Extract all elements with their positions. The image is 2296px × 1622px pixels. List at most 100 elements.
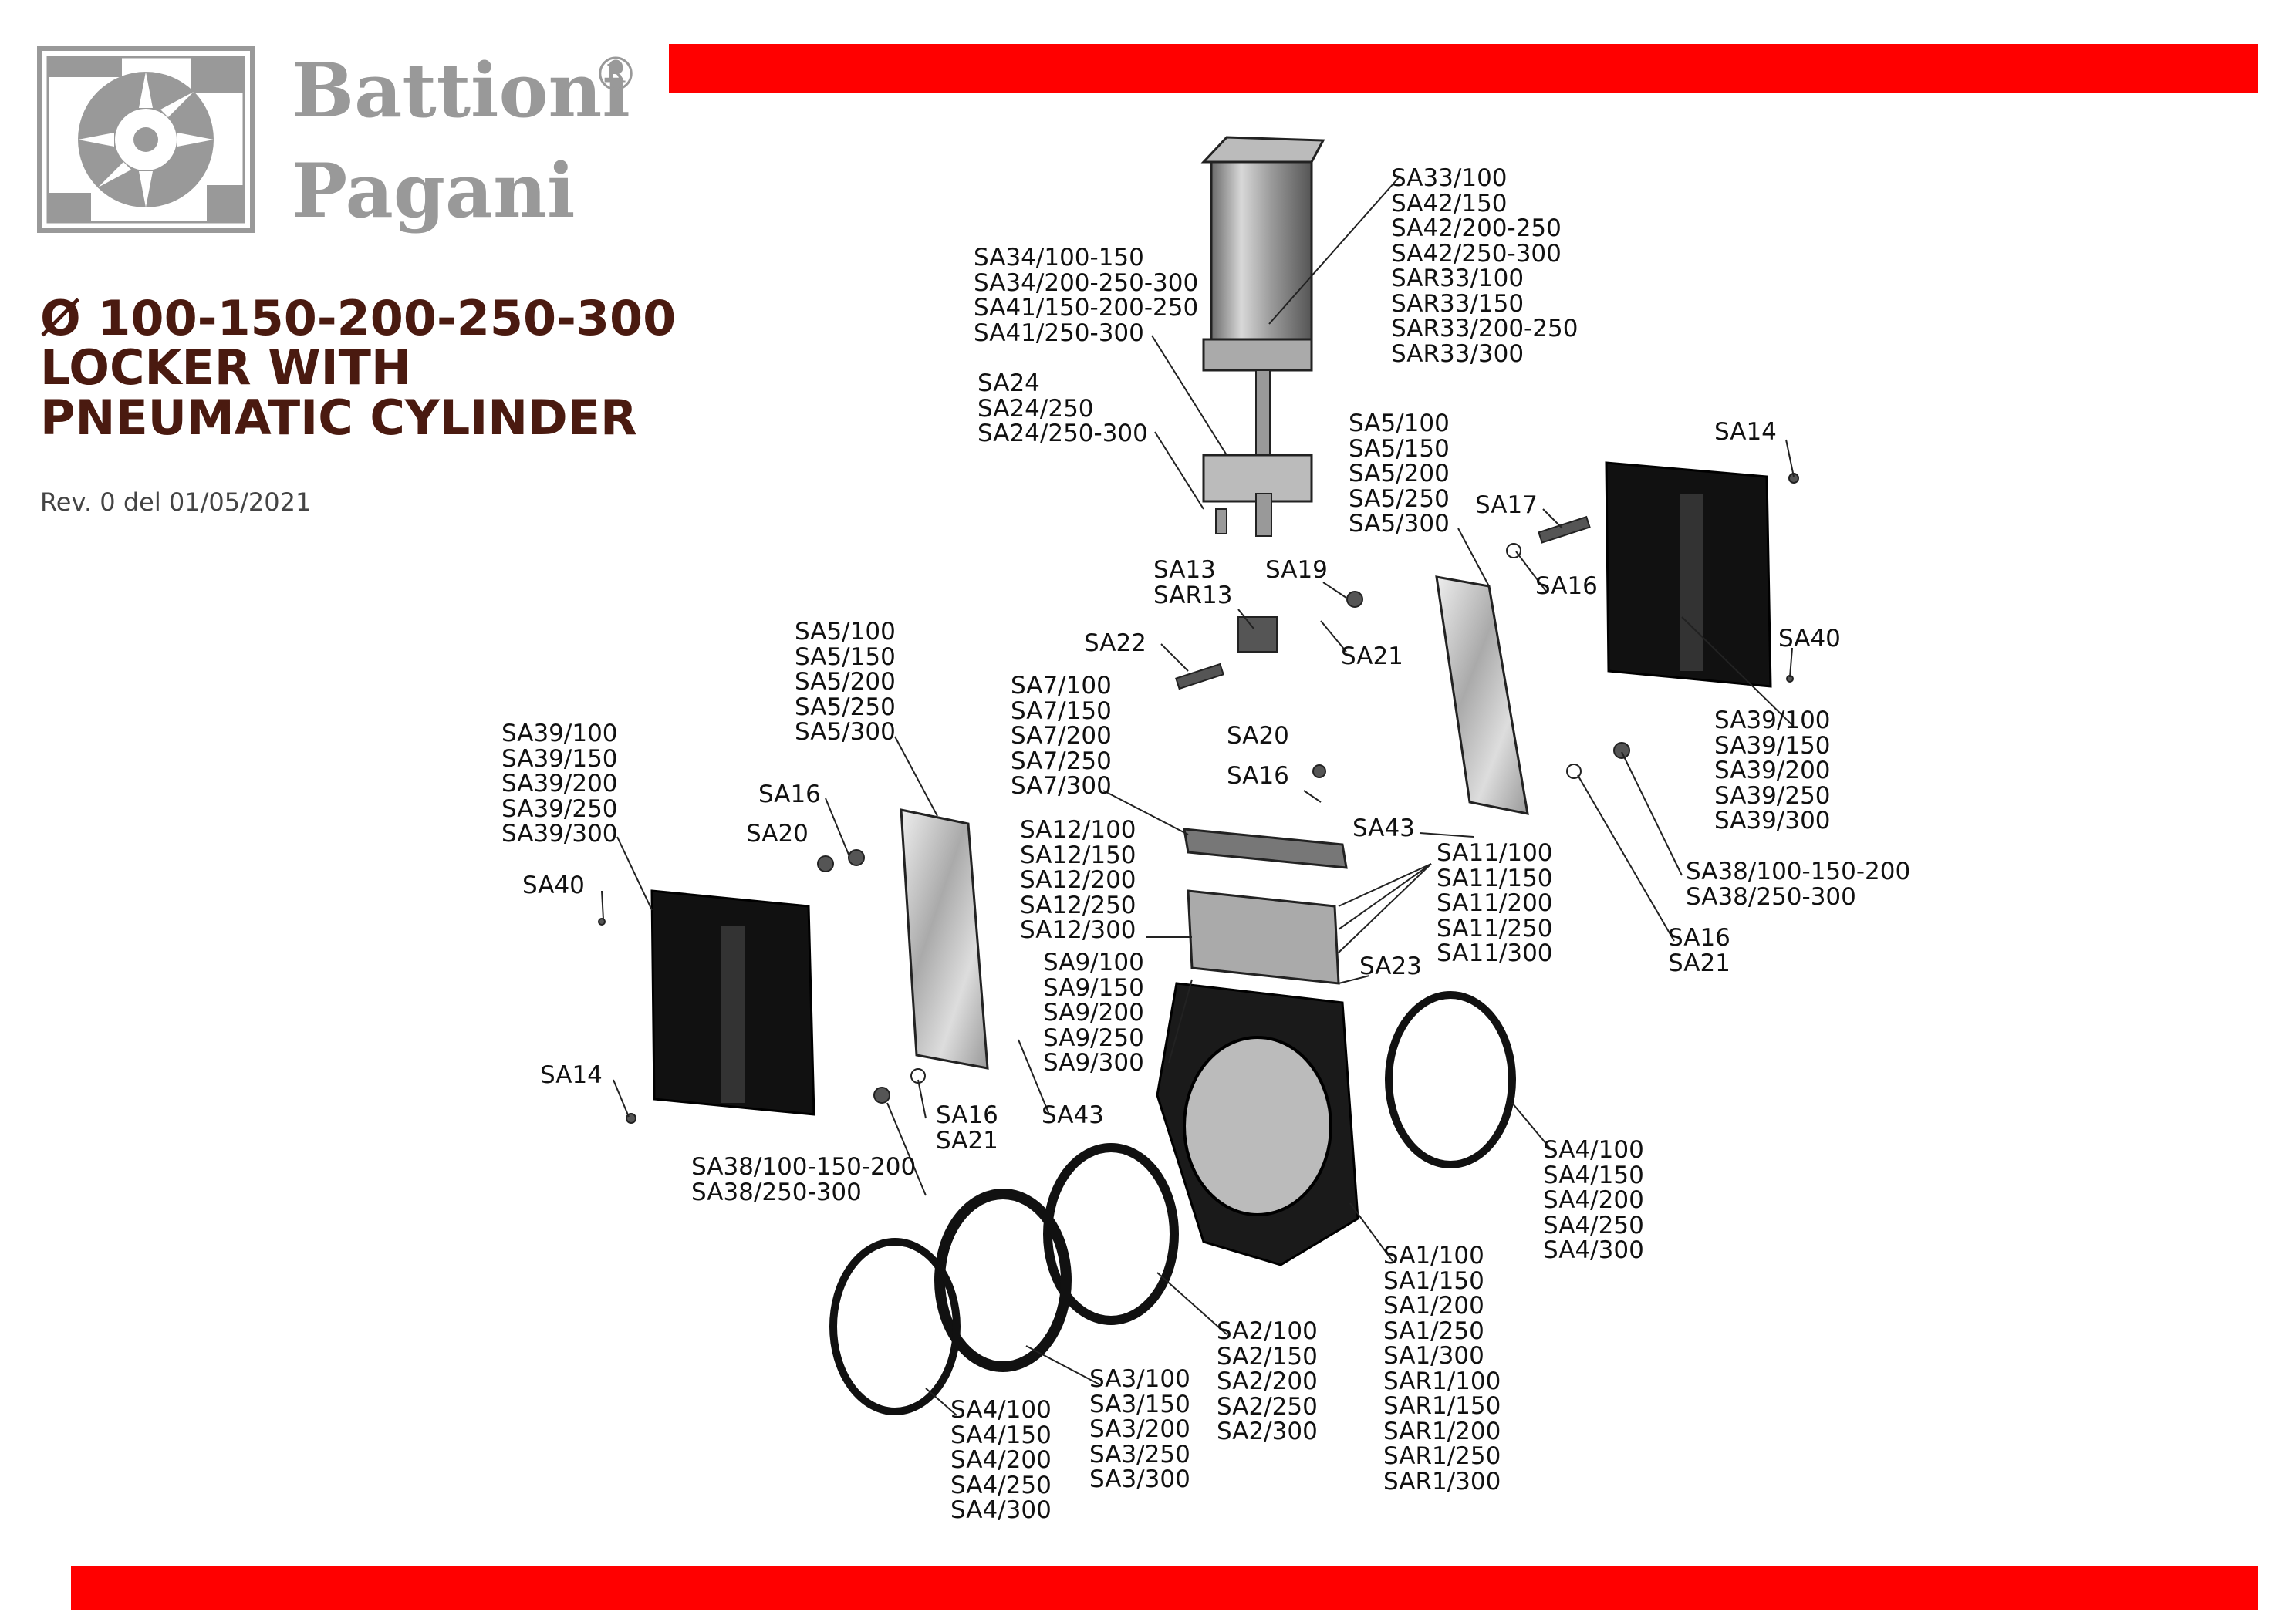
right-guide-plate — [1435, 575, 1529, 815]
part-code: SAR1/150 — [1383, 1392, 1501, 1420]
part-code: SA4/300 — [950, 1496, 1052, 1524]
part-code: SA5/200 — [795, 668, 896, 696]
part-code: SA4/250 — [950, 1471, 1052, 1499]
part-code: SA12/300 — [1020, 916, 1136, 944]
top-red-bar — [669, 44, 2258, 93]
part-code: SA9/150 — [1043, 973, 1144, 1002]
part-code: SA7/250 — [1011, 747, 1112, 775]
part-code: SA16 — [1668, 924, 1730, 952]
callout-label: SA40 — [1778, 626, 1841, 652]
part-code: SA41/150-200-250 — [974, 294, 1199, 322]
callout-label: SA23 — [1359, 954, 1422, 980]
part-code: SA7/150 — [1011, 696, 1112, 725]
part-code: SA22 — [1084, 629, 1146, 657]
seat-ring — [1043, 1143, 1179, 1325]
part-code: SA12/200 — [1020, 866, 1136, 894]
part-code: SA5/200 — [1349, 460, 1450, 487]
part-code: SA1/150 — [1383, 1266, 1484, 1295]
part-code: SA39/250 — [501, 794, 618, 823]
part-code: SA38/250-300 — [691, 1178, 862, 1206]
part-code: SA4/100 — [1543, 1136, 1644, 1164]
part-code: SA12/150 — [1020, 841, 1136, 869]
part-code: SA5/250 — [1349, 484, 1450, 513]
part-code: SA5/100 — [795, 618, 896, 646]
part-code: SA20 — [746, 820, 809, 848]
part-code: SA4/150 — [950, 1421, 1052, 1449]
drawing-title-diameter: Ø 100-150-200-250-300 — [40, 290, 677, 346]
part-code: SAR1/200 — [1383, 1417, 1501, 1445]
part-code: SA39/200 — [501, 770, 618, 798]
part-code: SA5/150 — [1349, 434, 1450, 463]
pneumatic-cylinder — [1200, 136, 1325, 537]
part-code: SA16 — [1535, 572, 1598, 600]
part-code: SA5/250 — [795, 693, 896, 721]
part-code: SA2/100 — [1217, 1317, 1318, 1345]
part-code: SA19 — [1265, 556, 1328, 584]
part-code: SA11/300 — [1437, 939, 1553, 967]
callout-label: SA20 — [746, 821, 809, 847]
part-code: SA39/100 — [501, 720, 618, 747]
part-code: SA4/300 — [1543, 1236, 1644, 1264]
part-code: SA1/300 — [1383, 1342, 1484, 1370]
callout-label: SA14 — [540, 1063, 603, 1088]
part-code: SA40 — [1778, 625, 1841, 653]
part-code: SA23 — [1359, 953, 1422, 980]
yoke-cross-bar — [1183, 828, 1348, 869]
part-code: SA16 — [1227, 762, 1289, 790]
part-code: SA3/250 — [1089, 1440, 1190, 1469]
part-code: SA14 — [540, 1061, 603, 1089]
part-code: SA2/300 — [1217, 1418, 1318, 1445]
callout-label: SA43 — [1352, 816, 1415, 841]
registered-mark: ® — [593, 48, 639, 102]
part-code: SAR33/150 — [1391, 289, 1524, 318]
part-code: SA42/200-250 — [1391, 214, 1562, 242]
part-code: SA7/300 — [1011, 772, 1112, 800]
leader-lines — [601, 175, 1795, 1416]
part-code: SA43 — [1352, 814, 1415, 842]
part-code: SAR33/300 — [1391, 339, 1524, 368]
part-code: SA39/150 — [501, 744, 618, 773]
part-code: SA4/100 — [950, 1396, 1052, 1424]
callout-label: SA14 — [1714, 420, 1777, 445]
part-code: SA21 — [1668, 949, 1730, 977]
part-code: SA21 — [936, 1126, 998, 1155]
part-code: SA39/300 — [501, 820, 618, 848]
part-code: SA11/100 — [1437, 839, 1553, 867]
valve-body — [1156, 982, 1359, 1266]
part-code: SA2/150 — [1217, 1342, 1318, 1371]
part-code: SA3/100 — [1089, 1365, 1190, 1393]
part-code: SA9/200 — [1043, 999, 1144, 1027]
part-code: SA11/150 — [1437, 864, 1553, 892]
part-code: SA16 — [936, 1101, 998, 1129]
callout-label: SA22 — [1084, 631, 1146, 656]
part-code: SAR13 — [1153, 581, 1233, 609]
drawing-title-line3: PNEUMATIC CYLINDER — [40, 389, 637, 446]
seal-ring — [934, 1189, 1072, 1372]
part-code: SAR1/300 — [1383, 1467, 1501, 1496]
brand-name-line2: Pagani — [292, 147, 576, 234]
gate-blade — [1187, 889, 1340, 985]
callout-label: SA21 — [1341, 644, 1403, 669]
o-ring-right — [1385, 991, 1516, 1168]
part-code: SA39/200 — [1714, 757, 1831, 784]
part-code: SA42/250-300 — [1391, 239, 1562, 268]
part-code: SA9/250 — [1043, 1023, 1144, 1052]
o-ring-left — [829, 1238, 961, 1415]
part-code: SAR1/100 — [1383, 1367, 1501, 1395]
part-code: SA12/250 — [1020, 891, 1136, 919]
callout-label: SA43 — [1042, 1103, 1104, 1128]
